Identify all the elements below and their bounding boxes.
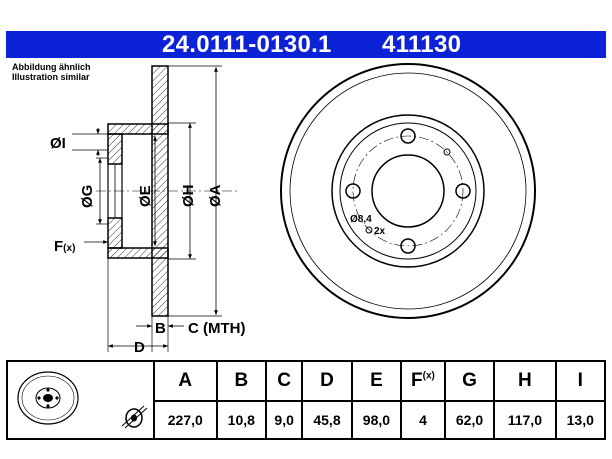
bolt-circle [352,135,464,247]
locating-hole-upper [443,148,451,156]
col-header-G: G [443,360,496,402]
disc-outer-edge [280,63,536,319]
col-header-D: D [301,360,353,402]
bolt-hole-right [455,183,471,199]
reference-number: 411130 [382,31,462,58]
value-B: 10,8 [215,400,268,440]
hub-outer-circle [331,114,485,268]
value-A: 227,0 [153,400,218,440]
value-D: 45,8 [301,400,353,440]
hub-top-section [107,123,169,135]
value-F: 4 [400,400,446,440]
table-header-row: A B C D E F(x) G H I [6,360,606,440]
locating-hole-lower [365,226,373,234]
hub-inner-circle [339,122,477,260]
dim-label-H: ØH [180,185,197,208]
hub-wall-bottom [107,217,123,249]
col-header-F: F(x) [400,360,446,402]
col-header-H: H [493,360,557,402]
note-line-de: Abbildung ähnlich [12,62,91,72]
bolt-hole-top [400,128,416,144]
dim-label-C: C (MTH) [188,320,245,337]
note-line-en: Illustration similar [12,72,90,82]
brake-disc-icon [121,405,148,429]
dim-label-B: B [155,320,166,337]
hole-diameter-label: Ø8,4 [350,214,372,225]
hub-bottom-section [107,247,169,259]
title-bar: 24.0111-0130.1 411130 [6,31,606,58]
part-number: 24.0111-0130.1 [162,31,332,58]
value-G: 62,0 [443,400,496,440]
dim-label-F: F(x) [54,238,75,255]
illustration-note: Abbildung ähnlich Illustration similar [12,62,91,82]
dim-label-A: ØA [207,184,224,207]
dim-label-I: ØI [50,135,66,152]
bolt-hole-bottom [400,238,416,254]
dimension-table: A B C D E F(x) G H I 227,0 10,8 9,0 45,8… [6,360,606,440]
front-view: Ø8,4 2x [280,63,536,319]
dim-label-G: ØG [79,185,96,208]
dim-label-D: D [134,339,145,356]
hub-wall-top [107,133,123,165]
cross-section-view: ØI ØG ØE ØH ØA F(x) B C (MTH) D [50,65,245,356]
table-values-row: 227,0 10,8 9,0 45,8 98,0 4 62,0 117,0 13… [7,400,606,440]
col-header-B: B [215,360,268,402]
hole-count-label: 2x [374,226,386,237]
disc-thumbnail-cell [6,360,155,440]
col-header-A: A [153,360,218,402]
col-header-C: C [265,360,304,402]
value-I: 13,0 [554,400,606,440]
disc-inner-edge [289,72,527,310]
center-bore [371,154,445,228]
value-E: 98,0 [350,400,403,440]
col-header-I: I [554,360,606,402]
col-header-E: E [350,360,403,402]
bolt-hole-left [345,183,361,199]
value-H: 117,0 [493,400,557,440]
dim-label-E: ØE [137,185,154,207]
disc-thumbnail [17,371,148,429]
value-C: 9,0 [265,400,304,440]
